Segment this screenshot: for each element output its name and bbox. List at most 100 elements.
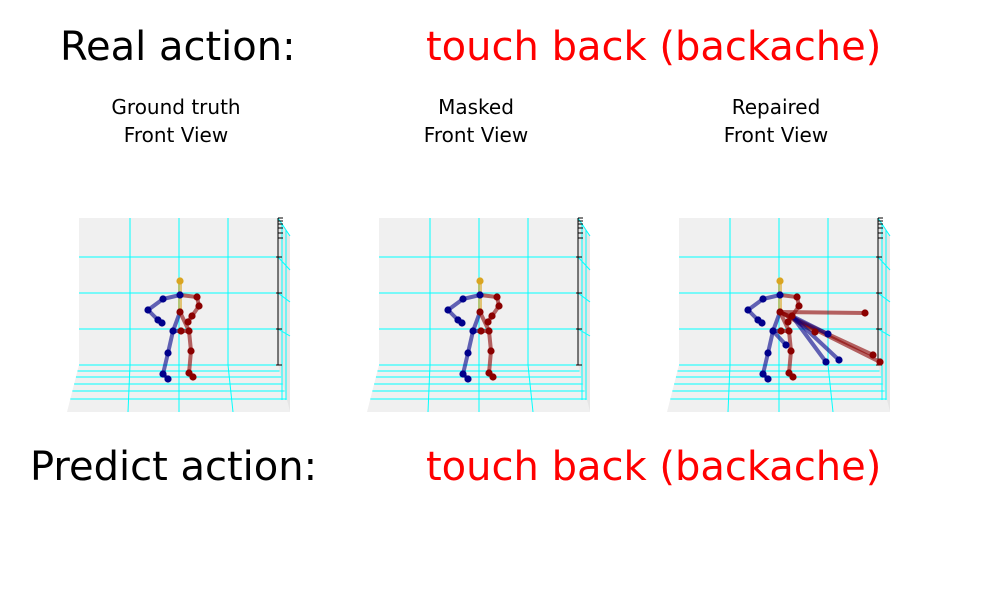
right-joint [485, 327, 493, 335]
right-joint [495, 302, 503, 310]
right-joint [784, 318, 792, 326]
right-joint [477, 327, 485, 335]
head-joint [176, 277, 184, 285]
right-joint [193, 293, 201, 301]
panel-title-masked: Masked Front View [346, 93, 606, 149]
panel-title-repaired: Repaired Front View [646, 93, 906, 149]
left-joint [159, 295, 167, 303]
side-grid-line [877, 256, 891, 271]
right-joint [789, 373, 797, 381]
left-joint [764, 375, 772, 383]
repaired-right-joint [811, 328, 819, 336]
side-grid-line [277, 292, 291, 303]
right-joint [488, 312, 496, 320]
right-joint [788, 312, 796, 320]
repaired-right-joint [876, 358, 884, 366]
right-joint [493, 293, 501, 301]
repaired-right-joint [869, 351, 877, 359]
left-joint [459, 370, 467, 378]
side-grid-line [577, 292, 591, 303]
left-joint [164, 349, 172, 357]
left-joint [469, 327, 477, 335]
head-joint [776, 277, 784, 285]
chest-joint [476, 308, 484, 316]
side-grid-line [577, 328, 591, 337]
right-joint [785, 327, 793, 335]
floor-grid-depth-line [727, 364, 731, 413]
right-joint [185, 327, 193, 335]
right-joint [189, 373, 197, 381]
floor-grid-depth-line [127, 364, 131, 413]
left-joint [169, 327, 177, 335]
panel-title-line-1: Repaired [731, 95, 821, 119]
left-side-bone [166, 329, 175, 355]
left-side-bone [766, 329, 775, 355]
floor-grid-depth-line [227, 364, 234, 413]
predict-action-label: Predict action: [30, 444, 318, 490]
left-joint [144, 306, 152, 314]
left-joint [164, 375, 172, 383]
left-side-bone [466, 329, 475, 355]
left-joint [159, 370, 167, 378]
repaired-right-bone [778, 310, 867, 315]
left-joint [444, 306, 452, 314]
right-side-bone [187, 349, 193, 375]
neck-joint [776, 291, 784, 299]
floor-grid-depth-line [827, 364, 834, 413]
repaired-left-joint [782, 341, 790, 349]
right-joint [787, 347, 795, 355]
left-joint [459, 295, 467, 303]
panel-title-line-1: Ground truth [111, 95, 241, 119]
left-joint [744, 306, 752, 314]
chest-joint [776, 308, 784, 316]
right-joint [184, 318, 192, 326]
left-joint [464, 375, 472, 383]
repaired-left-joint [824, 330, 832, 338]
left-joint [158, 319, 166, 327]
floor-grid-depth-line [427, 364, 431, 413]
left-joint [464, 349, 472, 357]
real-action-value: touch back (backache) [426, 24, 882, 70]
predict-action-value: touch back (backache) [426, 444, 882, 490]
right-joint [489, 373, 497, 381]
floor-grid-depth-line [527, 364, 534, 413]
panel-title-line-2: Front View [123, 123, 229, 147]
right-joint [795, 302, 803, 310]
left-joint [758, 319, 766, 327]
neck-joint [176, 291, 184, 299]
real-action-label: Real action: [60, 24, 296, 70]
right-joint [484, 318, 492, 326]
side-grid-line [877, 328, 891, 337]
panel-title-line-2: Front View [423, 123, 529, 147]
panel-title-line-1: Masked [438, 95, 514, 119]
right-joint [793, 293, 801, 301]
panel-title-line-2: Front View [723, 123, 829, 147]
right-side-bone [787, 349, 793, 375]
repaired-left-joint [835, 356, 843, 364]
right-side-bone [487, 349, 493, 375]
neck-joint [476, 291, 484, 299]
right-joint [177, 327, 185, 335]
chest-joint [176, 308, 184, 316]
side-grid-line [277, 328, 291, 337]
side-grid-line [277, 256, 291, 271]
left-joint [759, 370, 767, 378]
left-joint [759, 295, 767, 303]
left-joint [458, 319, 466, 327]
right-joint [195, 302, 203, 310]
panel-title-ground-truth: Ground truth Front View [46, 93, 306, 149]
left-joint [769, 327, 777, 335]
repaired-left-joint [822, 358, 830, 366]
side-grid-line [577, 256, 591, 271]
left-joint [764, 349, 772, 357]
right-joint [187, 347, 195, 355]
side-grid-line [877, 292, 891, 303]
right-joint [777, 327, 785, 335]
repaired-right-joint [861, 309, 869, 317]
right-joint [188, 312, 196, 320]
head-joint [476, 277, 484, 285]
repaired-left-bone [790, 314, 828, 364]
